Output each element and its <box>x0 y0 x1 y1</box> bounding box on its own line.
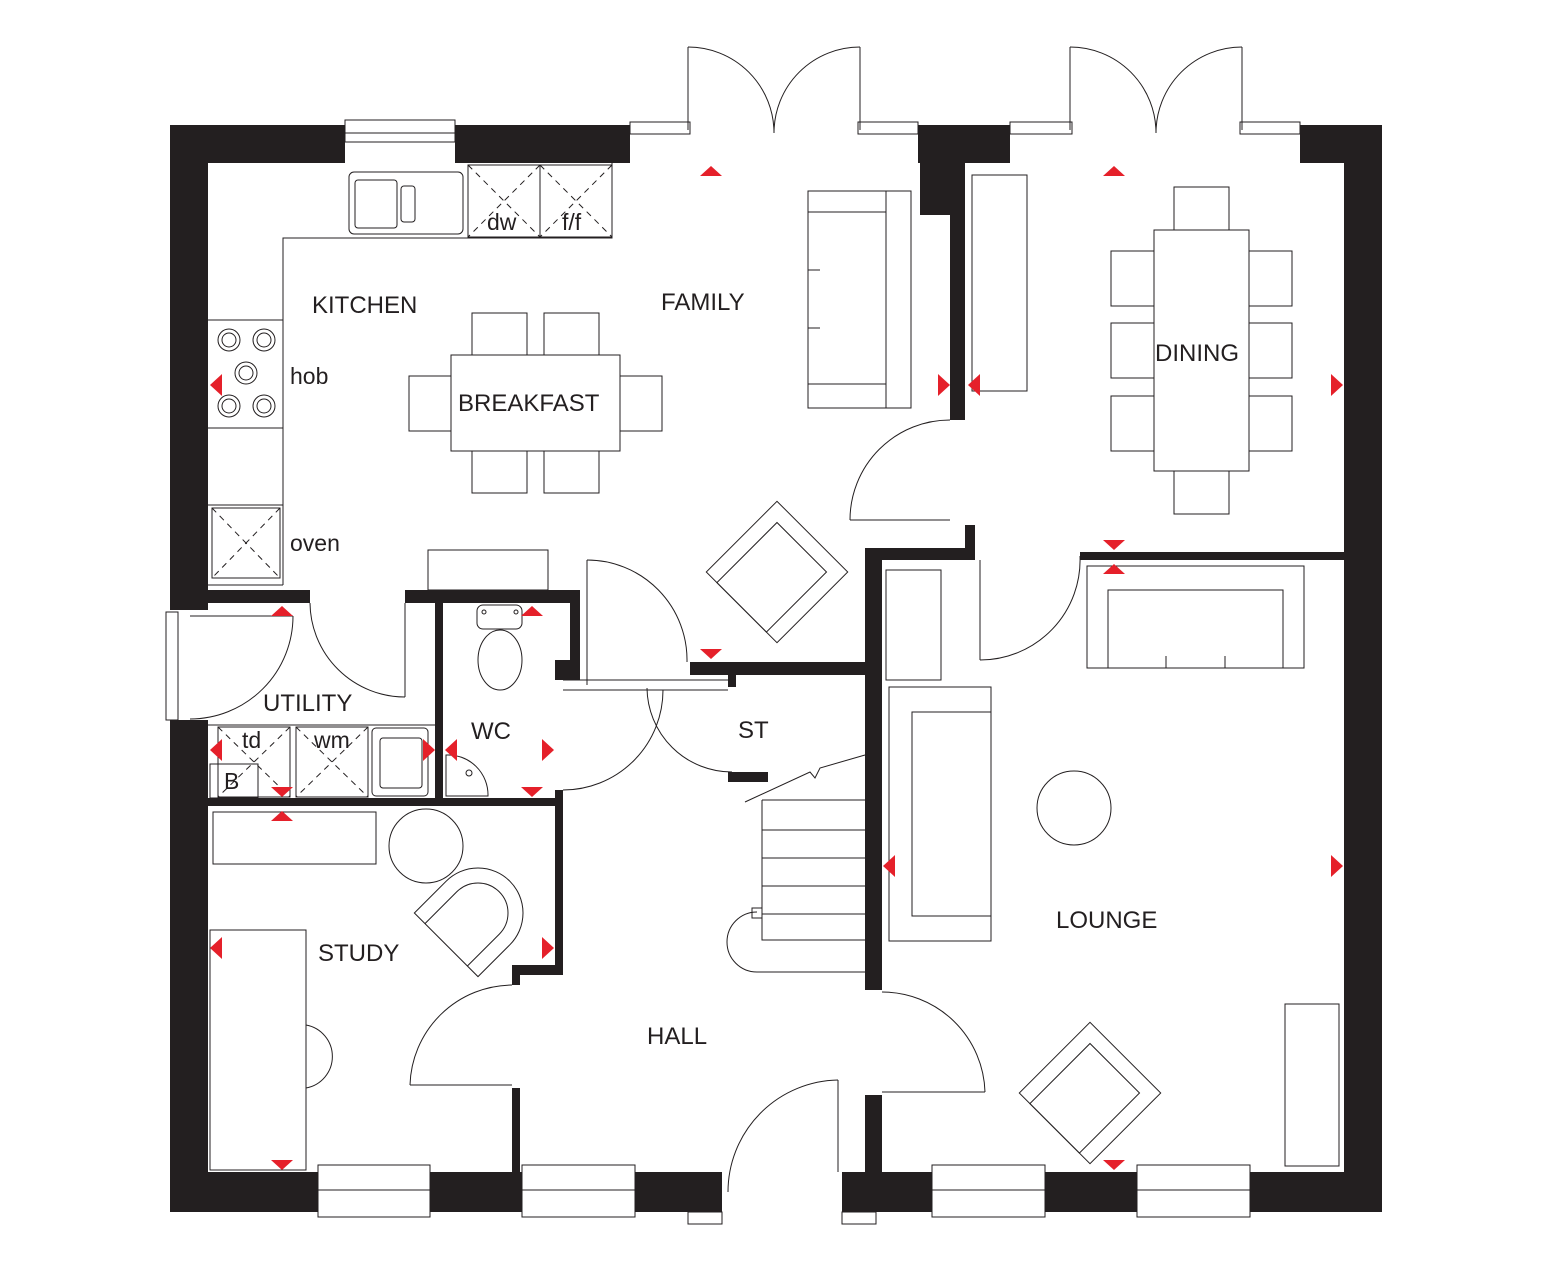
room-label-utility: UTILITY <box>263 690 352 717</box>
interior-walls <box>208 163 1344 1172</box>
kitchen-units <box>208 163 613 591</box>
room-label-hall: HALL <box>647 1023 707 1050</box>
room-label-wc: WC <box>471 718 511 745</box>
family-furniture <box>705 190 912 644</box>
dining-furniture <box>971 174 1293 515</box>
room-labels: KITCHEN FAMILY BREAKFAST DINING UTILITY … <box>224 209 1239 1050</box>
windows <box>317 119 1301 1218</box>
room-label-family: FAMILY <box>661 289 745 316</box>
room-label-study: STUDY <box>318 940 399 967</box>
outer-walls <box>170 125 1382 1212</box>
fixture-label-wm: wm <box>313 727 350 753</box>
utility-fixtures <box>208 604 523 799</box>
study-furniture <box>209 808 524 1171</box>
fixture-label-ff: f/f <box>562 209 582 235</box>
doors <box>165 46 1243 1225</box>
room-label-dining: DINING <box>1155 340 1239 367</box>
breakfast-table <box>408 312 663 494</box>
stairs <box>726 754 866 973</box>
markers <box>210 166 1343 1170</box>
room-label-st: ST <box>738 717 769 744</box>
fixture-label-oven: oven <box>290 530 340 556</box>
fixture-label-td: td <box>242 727 261 753</box>
fixture-label-hob: hob <box>290 363 328 389</box>
room-label-kitchen: KITCHEN <box>312 292 417 319</box>
room-label-lounge: LOUNGE <box>1056 907 1157 934</box>
room-label-breakfast: BREAKFAST <box>458 390 600 417</box>
fixture-label-boiler: B <box>224 768 239 794</box>
lounge-furniture <box>885 565 1340 1167</box>
fixture-label-dw: dw <box>487 209 517 235</box>
